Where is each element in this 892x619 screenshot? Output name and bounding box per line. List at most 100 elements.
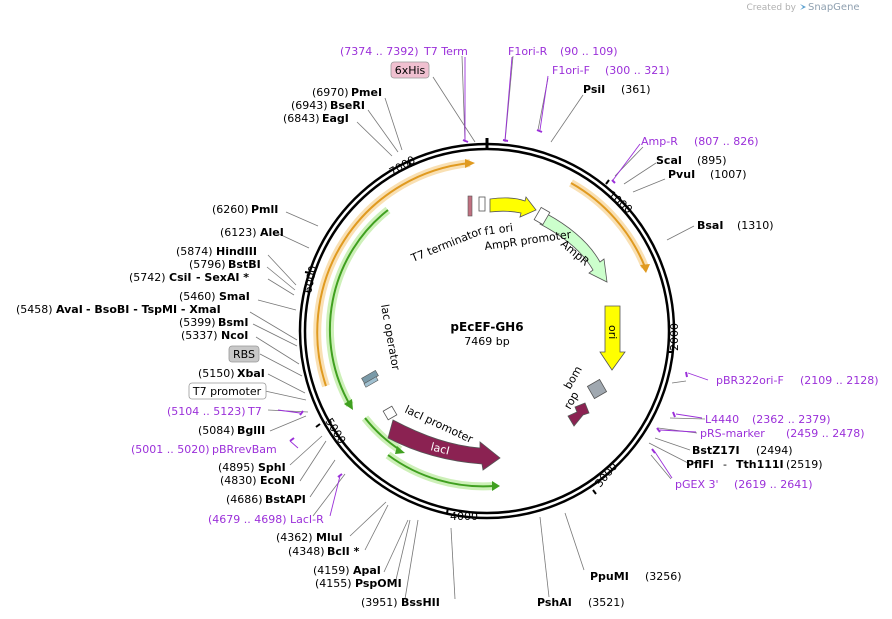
t7-promoter-box: T7 promoter [188, 382, 267, 400]
brand-created-by: Created by [746, 3, 796, 13]
primer-prs-marker: pRS-marker (2459 .. 2478) [700, 427, 865, 440]
green-arc-bottom-2 [385, 451, 500, 491]
svg-text:PpuMI: PpuMI [590, 570, 629, 583]
svg-text:(3521): (3521) [588, 596, 625, 609]
laci-arrow [387, 419, 501, 471]
site-mlui: (4362) MluI [276, 531, 343, 544]
site-ppumi: PpuMI (3256) [590, 570, 682, 583]
site-psii: PsiI (361) [583, 83, 651, 96]
primer-laci-r: (4679 .. 4698) LacI-R [208, 513, 324, 526]
site-bsshii: (3951) BssHII [361, 596, 440, 609]
svg-text:EagI: EagI [322, 112, 349, 125]
svg-text:(7374 .. 7392): (7374 .. 7392) [340, 45, 419, 58]
svg-text:RBS: RBS [233, 348, 255, 361]
svg-text:(2619 .. 2641): (2619 .. 2641) [734, 478, 813, 491]
lac-operator-mark [361, 369, 379, 388]
svg-text:(4686): (4686) [226, 493, 263, 506]
svg-text:(5458): (5458) [16, 303, 53, 316]
svg-text:PsiI: PsiI [583, 83, 605, 96]
laci-promoter-box [382, 405, 398, 421]
svg-text:(300 .. 321): (300 .. 321) [605, 64, 670, 77]
bom-box [586, 378, 608, 400]
primer-leaders [277, 56, 709, 517]
tick-label-5000: 5000 [322, 416, 348, 447]
label-lac-operator: lac operator [378, 303, 402, 371]
his-tag-box: 6xHis [390, 61, 430, 79]
site-scai: ScaI (895) [656, 154, 727, 167]
svg-text:T7 Term: T7 Term [423, 45, 468, 58]
svg-text:pGEX 3': pGEX 3' [675, 478, 719, 491]
label-t7-terminator: T7 terminator [408, 224, 484, 265]
site-bstapi: (4686) BstAPI [226, 493, 306, 506]
site-bstbi: (5796) BstBI [189, 258, 261, 271]
svg-text:CsiI: CsiI [169, 271, 191, 284]
site-bsai: BsaI (1310) [697, 219, 774, 232]
primer-pbr322ori-f: pBR322ori-F (2109 .. 2128) [716, 374, 879, 387]
svg-text:BssHII: BssHII [401, 596, 440, 609]
site-pshai: PshAI (3521) [537, 596, 625, 609]
svg-text:(4830): (4830) [220, 474, 257, 487]
svg-text:(2519): (2519) [786, 458, 823, 471]
site-xbai: (5150) XbaI [198, 367, 265, 380]
site-pmei: (6970) PmeI [312, 86, 382, 99]
plasmid-length: 7469 bp [464, 335, 509, 348]
svg-text:BstBI: BstBI [228, 258, 261, 271]
f1-ori-arrow [489, 196, 537, 218]
svg-text:BseRI: BseRI [330, 99, 365, 112]
svg-text:(2362 .. 2379): (2362 .. 2379) [752, 413, 831, 426]
svg-text:(807 .. 826): (807 .. 826) [694, 135, 759, 148]
site-econi: (4830) EcoNI [220, 474, 295, 487]
site-ncoi: (5337) NcoI [181, 329, 248, 342]
svg-text:Amp-R: Amp-R [641, 135, 678, 148]
svg-text:AvaI: AvaI [56, 303, 83, 316]
svg-text:AleI: AleI [260, 226, 284, 239]
svg-text:- SexAI *: - SexAI * [196, 271, 249, 284]
tick-label-6000: 6000 [301, 265, 320, 295]
svg-text:F1ori-R: F1ori-R [508, 45, 548, 58]
orange-arc-right [569, 179, 650, 273]
svg-text:6xHis: 6xHis [395, 64, 426, 77]
svg-text:pBRrevBam: pBRrevBam [212, 443, 277, 456]
svg-text:(4679 .. 4698): (4679 .. 4698) [208, 513, 287, 526]
site-bcli: (4348) BclI * [288, 545, 360, 558]
label-ori: ori [606, 325, 619, 339]
svg-text:pBR322ori-F: pBR322ori-F [716, 374, 784, 387]
svg-text:(5104 .. 5123): (5104 .. 5123) [167, 405, 246, 418]
svg-text:(5001 .. 5020): (5001 .. 5020) [131, 443, 210, 456]
ampr-promoter-box [533, 206, 551, 226]
site-eagi: (6843) EagI [283, 112, 349, 125]
primer-l4440: L4440 (2362 .. 2379) [705, 413, 831, 426]
primer-f1ori-r: F1ori-R (90 .. 109) [508, 45, 618, 58]
site-bseri: (6943) BseRI [291, 99, 365, 112]
svg-text:(5399): (5399) [179, 316, 216, 329]
svg-text:PspOMI: PspOMI [355, 577, 402, 590]
rop-arrow [567, 402, 590, 427]
svg-text:(90 .. 109): (90 .. 109) [560, 45, 618, 58]
svg-text:(3951): (3951) [361, 596, 398, 609]
svg-text:HindIII: HindIII [216, 245, 257, 258]
brand-name: SnapGene [808, 2, 860, 13]
site-pflfi: PflFI - Tth111I (2519) [686, 458, 823, 471]
svg-text:BstZ17I: BstZ17I [692, 444, 740, 457]
green-arc-left [325, 206, 391, 410]
site-pmli: (6260) PmlI [212, 203, 278, 216]
tick-label-4000: 4000 [450, 510, 478, 523]
svg-text:(5874): (5874) [176, 245, 213, 258]
svg-text:EcoNI: EcoNI [260, 474, 295, 487]
svg-text:(3256): (3256) [645, 570, 682, 583]
svg-text:-: - [723, 458, 727, 471]
orange-arc-left [313, 159, 475, 388]
svg-text:MluI: MluI [316, 531, 343, 544]
site-alei: (6123) AleI [220, 226, 284, 239]
ori-arrow [599, 305, 626, 371]
svg-text:(4895): (4895) [218, 461, 255, 474]
svg-text:(2494): (2494) [756, 444, 793, 457]
primer-amp-r: Amp-R (807 .. 826) [641, 135, 759, 148]
primer-f1ori-f: F1ori-F (300 .. 321) [552, 64, 670, 77]
primer-t7-term: (7374 .. 7392) T7 Term [340, 45, 468, 58]
svg-text:SphI: SphI [258, 461, 286, 474]
primer-marks [289, 129, 688, 478]
leader-lines [249, 55, 706, 600]
svg-text:SmaI: SmaI [219, 290, 250, 303]
svg-text:(5742): (5742) [129, 271, 166, 284]
